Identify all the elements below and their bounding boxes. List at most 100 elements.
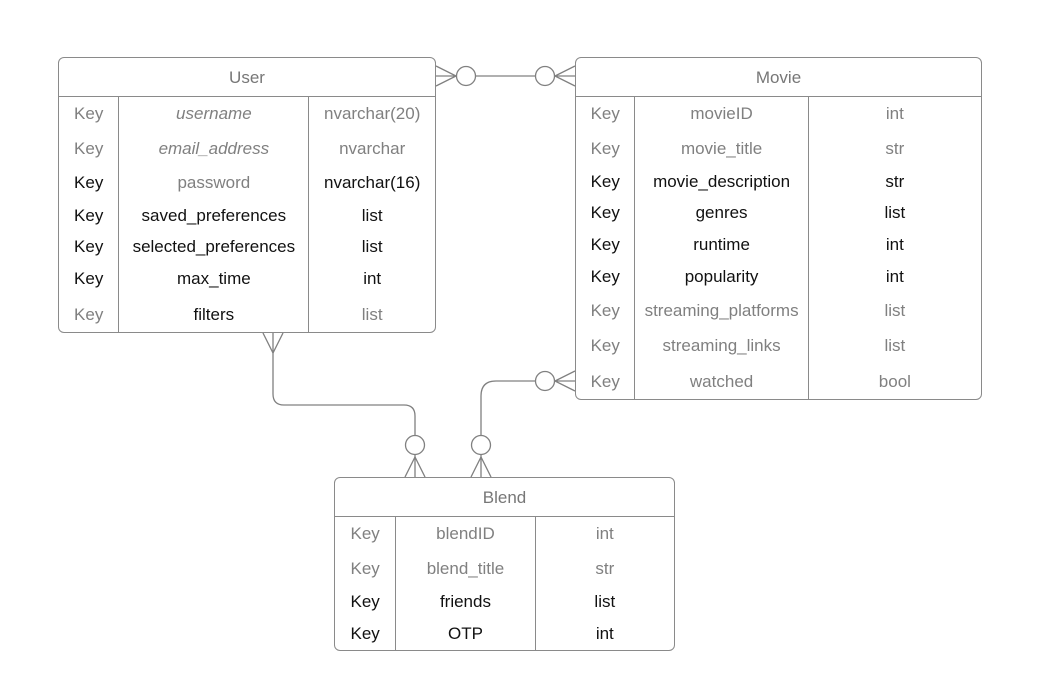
row-field-type: list xyxy=(361,236,383,256)
row-field-type: list xyxy=(361,304,383,324)
row-field-name: filters xyxy=(119,296,310,332)
row-field-type: str xyxy=(885,171,905,191)
row-field-type: int xyxy=(885,104,904,123)
user-movie-crowfoot-user-upper xyxy=(435,65,457,77)
movie-blend-crowfoot-blend-right xyxy=(480,456,492,478)
row-field-type: list xyxy=(884,203,906,222)
user-blend-crowfoot-user-right xyxy=(272,332,284,354)
row-key-label: Key xyxy=(59,296,120,332)
row-field-name: streaming_links xyxy=(635,328,809,363)
row-field-name: max_time xyxy=(119,262,310,296)
row-key-label: Key xyxy=(576,97,636,131)
user-movie-crowfoot-movie-lower xyxy=(554,75,576,87)
row-key-label: Key xyxy=(576,197,636,229)
row-key-label: Key xyxy=(576,293,636,328)
row-key-label: Key xyxy=(576,328,636,363)
movie-blend-crowfoot-movie-upper xyxy=(554,370,576,382)
movie-blend-crowfoot-movie-lower xyxy=(554,380,576,392)
row-key-label: Key xyxy=(59,97,120,131)
row-field-type: nvarchar xyxy=(339,138,406,158)
row-key-label: Key xyxy=(576,131,636,166)
row-key-label: Key xyxy=(59,131,120,166)
row-field-name: username xyxy=(119,97,310,131)
row-field-name: password xyxy=(119,166,310,200)
row-key-label: Key xyxy=(335,586,397,617)
row-field-name: email_address xyxy=(119,131,310,166)
row-key-label: Key xyxy=(576,166,636,197)
entity-user-title: User xyxy=(59,58,435,97)
row-key-label: Key xyxy=(576,363,636,399)
row-key-label: Key xyxy=(59,166,120,200)
row-field-name: saved_preferences xyxy=(119,200,310,231)
row-field-name: blend_title xyxy=(396,551,536,586)
movie-blend-line xyxy=(480,380,575,477)
row-key-label: Key xyxy=(59,200,120,231)
user-blend-crowfoot-user-left xyxy=(262,332,274,354)
user-blend-line xyxy=(272,333,416,477)
row-field-type: nvarchar(16) xyxy=(323,173,421,192)
row-key-label: Key xyxy=(335,617,397,650)
row-key-label: Key xyxy=(59,262,120,296)
row-field-type: nvarchar(20) xyxy=(323,104,421,123)
row-field-name: OTP xyxy=(396,617,536,650)
row-field-type: int xyxy=(595,624,614,643)
row-field-name: watched xyxy=(635,363,809,399)
row-field-name: streaming_platforms xyxy=(635,293,809,328)
movie-blend-optional-circle-movie xyxy=(534,370,556,392)
row-key-label: Key xyxy=(59,231,120,262)
row-field-type: list xyxy=(884,335,906,355)
row-field-name: friends xyxy=(396,586,536,617)
row-field-name: movie_description xyxy=(635,166,809,197)
row-field-type: int xyxy=(885,235,904,254)
row-field-type: int xyxy=(363,269,382,288)
user-blend-optional-circle-blend xyxy=(404,434,426,456)
row-key-label: Key xyxy=(335,551,397,586)
row-field-name: genres xyxy=(635,197,809,229)
entity-movie-title: Movie xyxy=(576,58,981,97)
user-movie-optional-circle-movie xyxy=(534,65,556,87)
row-field-type: bool xyxy=(878,371,911,391)
row-field-type: int xyxy=(885,267,904,286)
row-field-type: str xyxy=(595,558,615,578)
row-field-name: movieID xyxy=(635,97,809,131)
row-field-type: list xyxy=(361,205,383,225)
movie-blend-optional-circle-blend xyxy=(470,434,492,456)
row-field-type: str xyxy=(885,138,905,158)
user-movie-crowfoot-movie-upper xyxy=(554,65,576,77)
row-key-label: Key xyxy=(335,517,397,551)
row-field-type: list xyxy=(884,300,906,320)
user-movie-crowfoot-user-lower xyxy=(435,75,457,87)
entity-blend-title: Blend xyxy=(335,478,674,517)
row-field-type: int xyxy=(595,524,614,543)
row-field-name: selected_preferences xyxy=(119,231,310,262)
row-field-name: blendID xyxy=(396,517,536,551)
row-key-label: Key xyxy=(576,229,636,261)
